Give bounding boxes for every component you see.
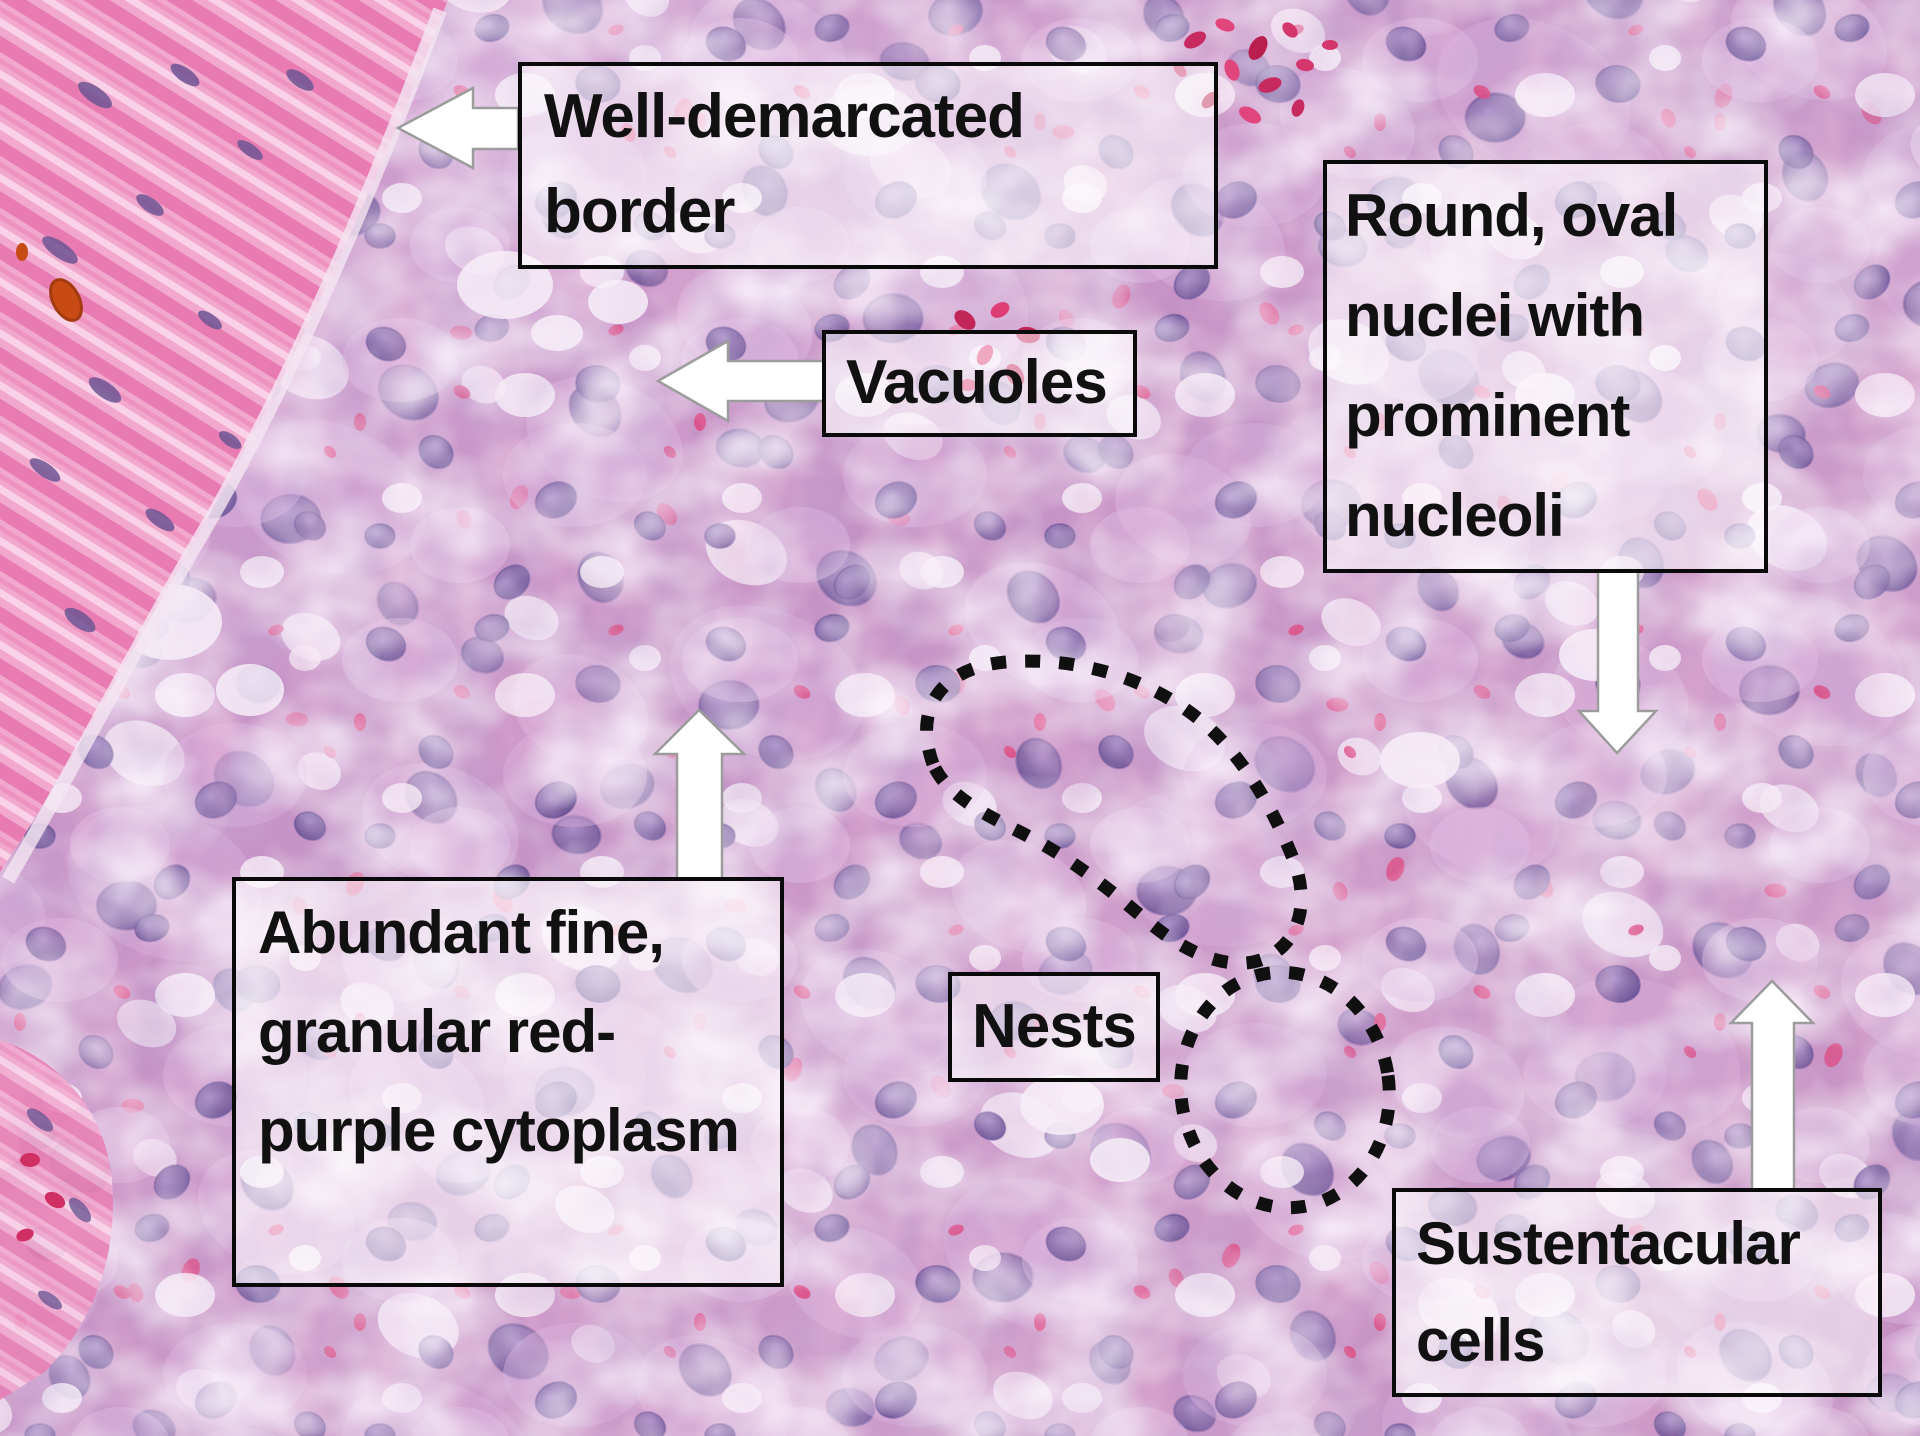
label-sustentacular-cells: Sustentacular cells xyxy=(1392,1188,1882,1397)
label-vacuoles: Vacuoles xyxy=(822,330,1137,437)
vacuoles-arrow-icon xyxy=(655,338,826,424)
nuclei-arrow-icon xyxy=(1576,569,1659,755)
sustentacular-arrow-icon xyxy=(1728,979,1816,1192)
fibrous-patch-bottom-left xyxy=(0,1040,113,1400)
label-round-oval-nuclei: Round, oval nuclei with prominent nucleo… xyxy=(1323,160,1768,573)
cytoplasm-arrow-icon xyxy=(651,708,748,881)
fibrous-border-region xyxy=(0,0,448,884)
label-well-demarcated-border: Well-demarcated border xyxy=(518,62,1218,269)
nest-outline-1 xyxy=(920,654,1308,970)
label-abundant-cytoplasm: Abundant fine, granular red-purple cytop… xyxy=(232,877,784,1287)
label-nests: Nests xyxy=(948,972,1160,1082)
well-demarcated-arrow-icon xyxy=(395,85,520,171)
nest-outline-2 xyxy=(1174,965,1396,1215)
